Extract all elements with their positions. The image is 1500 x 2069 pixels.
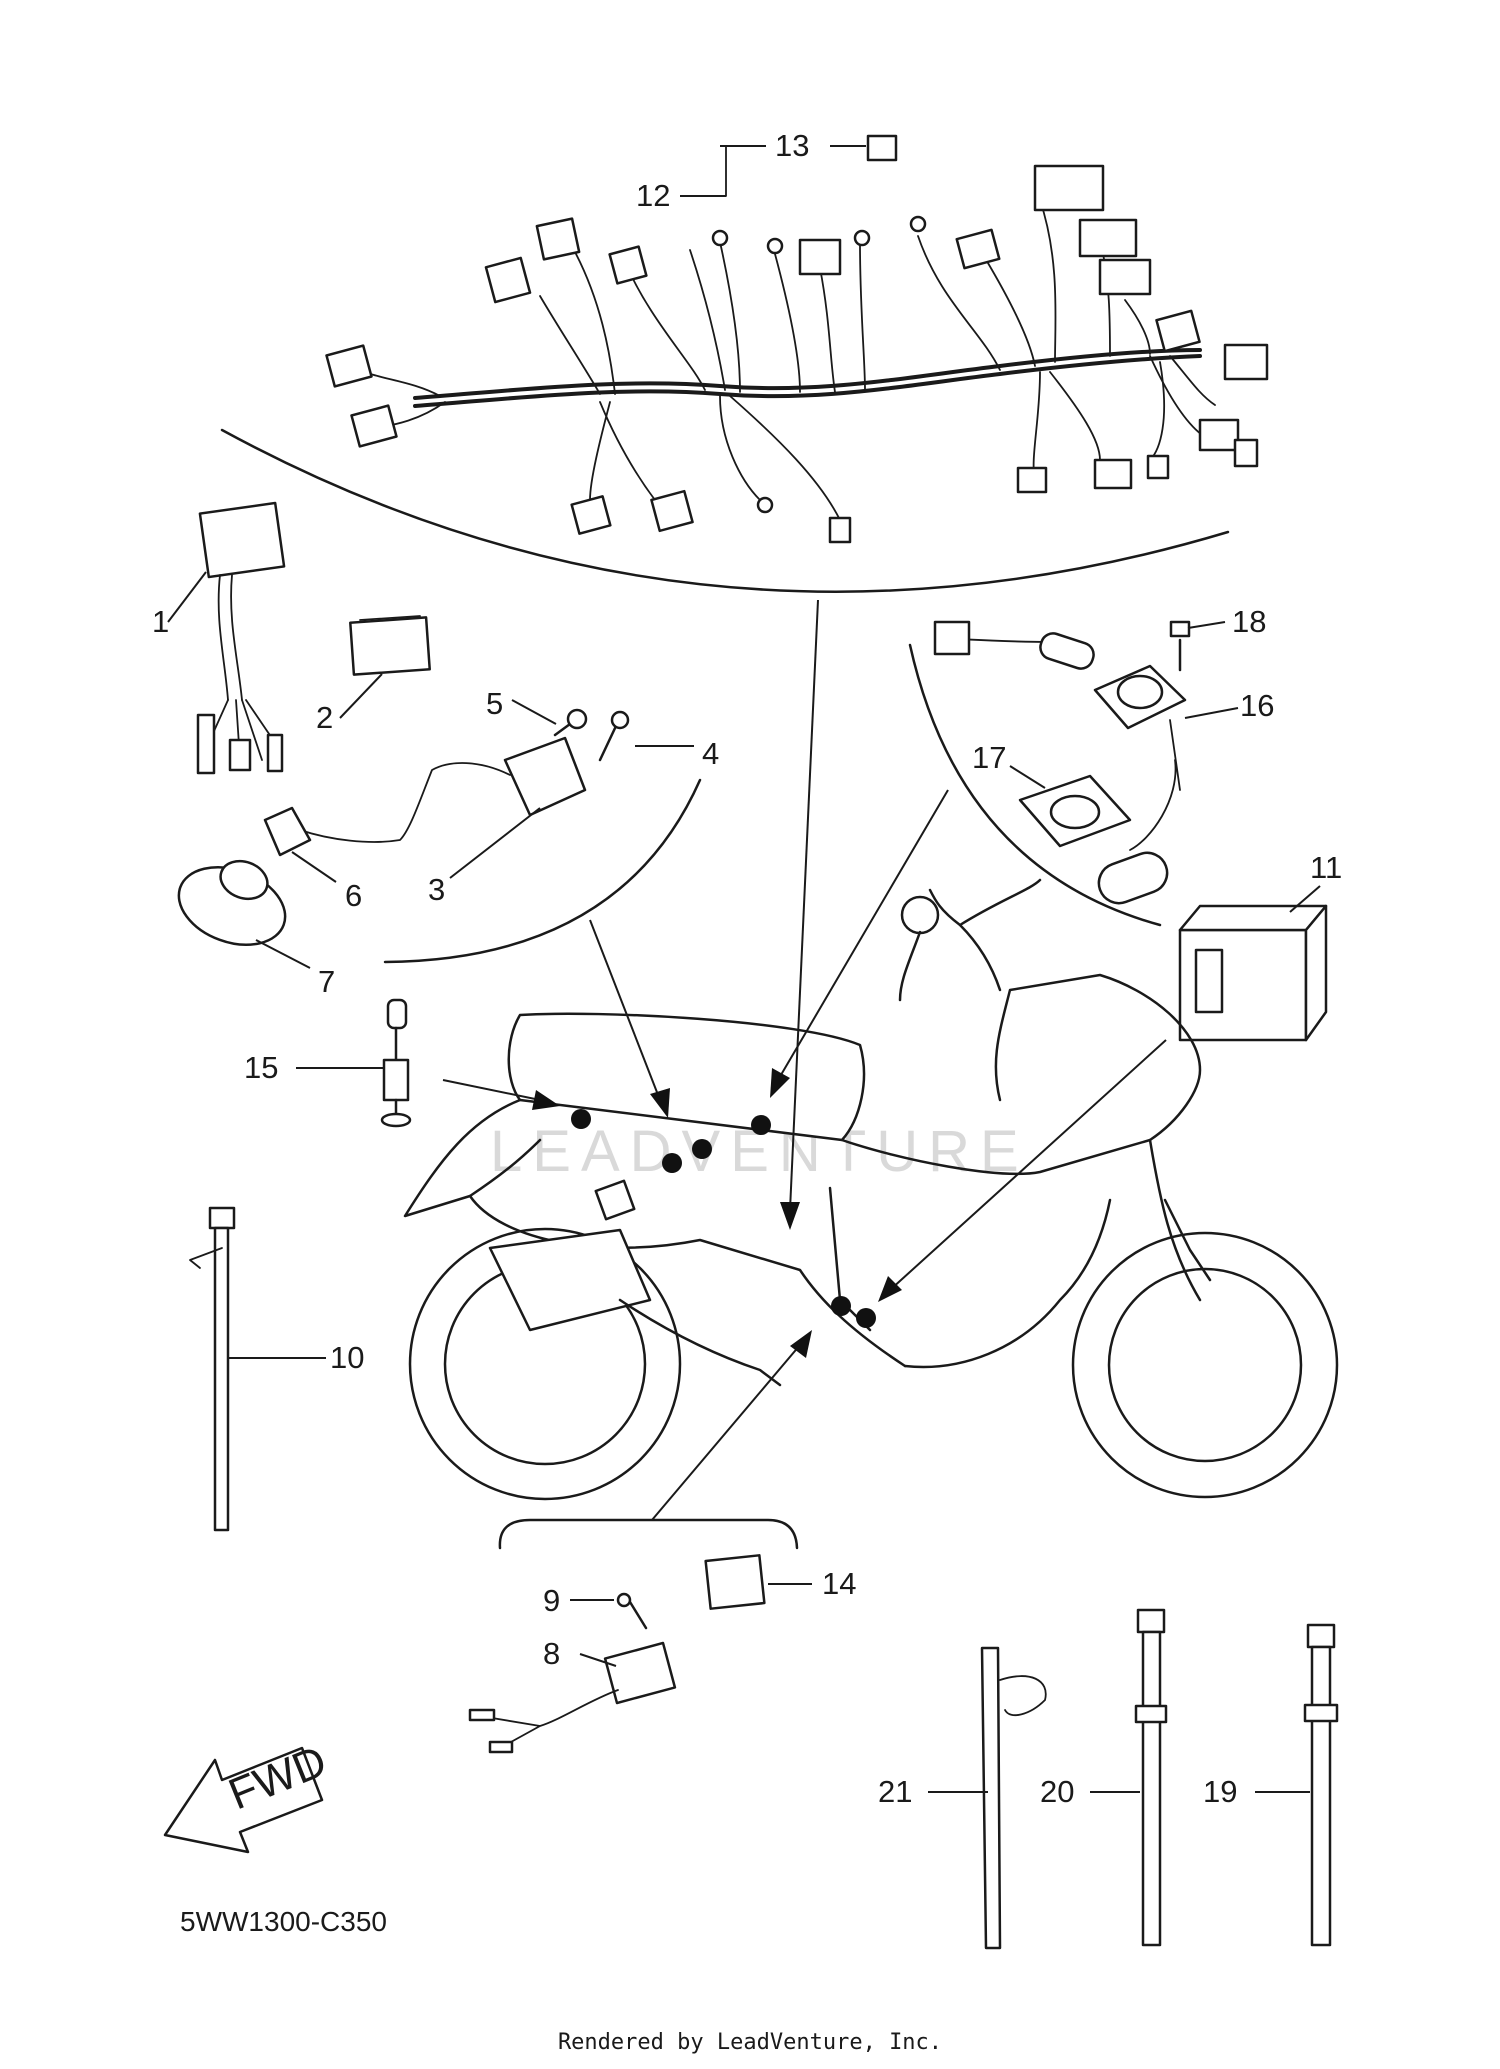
ignition-coil-3 xyxy=(299,736,587,879)
callout-19: 19 xyxy=(1203,1774,1238,1809)
ignition-group-arc xyxy=(383,778,702,964)
relay-8 xyxy=(468,1641,677,1754)
cover-7 xyxy=(177,859,311,969)
fuse-13 xyxy=(830,134,898,162)
wire-harness-12 xyxy=(325,164,1269,544)
fuel-sender-group-arc xyxy=(908,643,1162,927)
callout-11: 11 xyxy=(1310,850,1343,885)
spark-plug-cap-6 xyxy=(263,806,337,883)
callout-15: 15 xyxy=(244,1050,279,1085)
callout-2: 2 xyxy=(316,700,334,735)
screw-9 xyxy=(570,1592,648,1630)
callout-9: 9 xyxy=(543,1583,561,1618)
relay-group-bracket xyxy=(498,1518,799,1550)
callout-17: 17 xyxy=(972,740,1007,775)
callout-10: 10 xyxy=(330,1340,365,1375)
bolt-18 xyxy=(1169,620,1226,672)
callout-18: 18 xyxy=(1232,604,1267,639)
cable-tie-21 xyxy=(928,1646,1047,1950)
callout-21: 21 xyxy=(878,1774,913,1809)
callout-3: 3 xyxy=(428,872,446,907)
callout-8: 8 xyxy=(543,1636,561,1671)
rectifier-2 xyxy=(339,615,431,719)
scooter-body xyxy=(403,878,1339,1501)
screw-4 xyxy=(598,710,694,762)
footer-credit: Rendered by LeadVenture, Inc. xyxy=(557,2030,943,2055)
cdi-unit-1 xyxy=(167,501,286,775)
diagram-code: 5WW1300-C350 xyxy=(180,1906,387,1937)
fuel-sender-16 xyxy=(933,620,1239,905)
flasher-14 xyxy=(704,1554,812,1610)
callout-7: 7 xyxy=(318,964,336,999)
location-markers xyxy=(571,1109,876,1328)
callout-16: 16 xyxy=(1240,688,1275,723)
callout-6: 6 xyxy=(345,878,363,913)
sensor-15 xyxy=(296,998,412,1128)
callout-14: 14 xyxy=(822,1566,857,1601)
callout-13: 13 xyxy=(775,128,810,163)
callout-4: 4 xyxy=(702,736,720,771)
fwd-arrow-icon xyxy=(163,1746,324,1854)
cable-tie-19 xyxy=(1255,1623,1339,1947)
callout-1: 1 xyxy=(152,604,170,639)
cable-tie-10 xyxy=(189,1206,326,1532)
harness-group-arc xyxy=(220,428,1230,593)
screw-5 xyxy=(511,699,588,737)
callout-5: 5 xyxy=(486,686,504,721)
location-arrows xyxy=(442,599,1167,1521)
gasket-17 xyxy=(1009,765,1132,848)
callout-20: 20 xyxy=(1040,1774,1075,1809)
cable-tie-20 xyxy=(1090,1608,1168,1947)
battery-11 xyxy=(1178,885,1328,1042)
callout-12: 12 xyxy=(636,178,671,213)
